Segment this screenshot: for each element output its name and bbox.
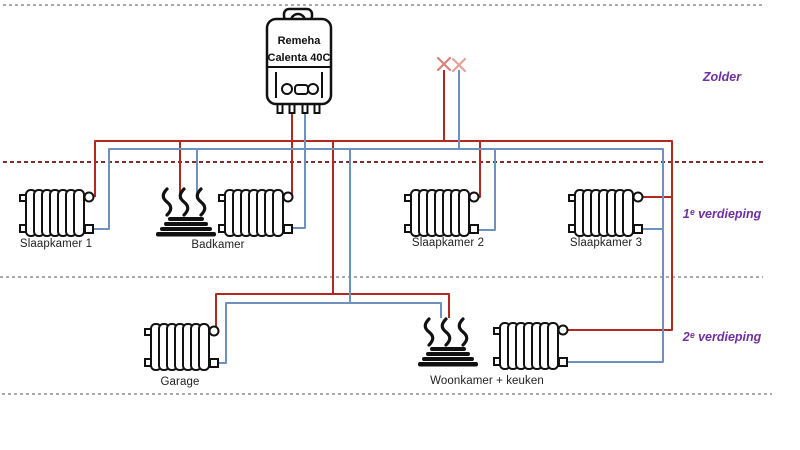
- boiler-brand: Remeha: [278, 35, 322, 47]
- capped-pipe-x-icon: [451, 57, 467, 73]
- supply-main-pipe: [94, 140, 673, 331]
- radiator-icon: [492, 322, 572, 374]
- return-slaapkamer2: [478, 149, 496, 231]
- room-label-slaapkamer2: Slaapkamer 2: [411, 237, 485, 249]
- radiator-icon: [403, 189, 483, 241]
- radiator-icon: [567, 189, 647, 241]
- room-label-garage: Garage: [160, 376, 200, 388]
- return-branch-second-floor: [218, 302, 442, 364]
- room-label-badkamer: Badkamer: [191, 239, 245, 251]
- boiler-model: Calenta 40C: [268, 52, 331, 64]
- floor-label-verdieping2: 2ᵉ verdieping: [682, 330, 762, 344]
- return-main-pipe: [93, 148, 664, 363]
- radiator-icon: [143, 323, 223, 375]
- radiator-icon: [18, 189, 98, 241]
- room-label-slaapkamer3: Slaapkamer 3: [569, 237, 643, 249]
- floor-label-verdieping1: 1ᵉ verdieping: [682, 207, 762, 221]
- radiator-icon: [217, 189, 297, 241]
- supply-branch-second-floor: [215, 293, 450, 328]
- return-boiler-drop: [292, 113, 306, 229]
- room-label-woonkamer: Woonkamer + keuken: [430, 375, 544, 387]
- floor-label-zolder: Zolder: [702, 70, 742, 84]
- floor-heating-icon: [152, 186, 220, 238]
- boiler-icon: Remeha Calenta 40C: [265, 7, 333, 114]
- floor-heating-icon: [414, 316, 482, 368]
- room-label-slaapkamer1: Slaapkamer 1: [19, 238, 93, 250]
- capped-pipe-x-icon: [436, 56, 452, 72]
